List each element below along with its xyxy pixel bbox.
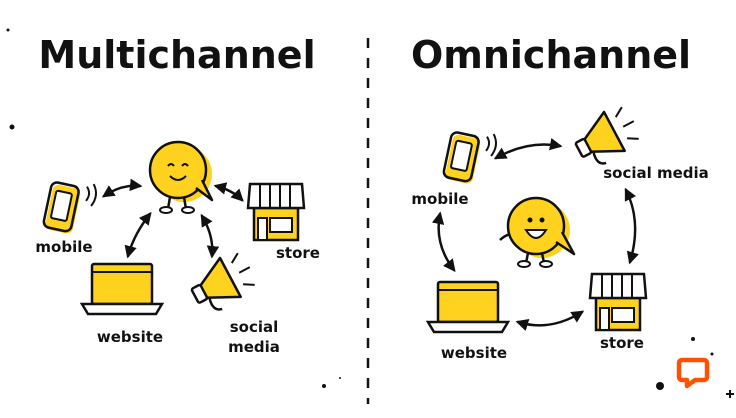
left-store-label: store [276,244,320,262]
multichannel-title: Multichannel [38,33,315,77]
laptop-icon [79,262,165,316]
right-mobile-label: mobile [411,190,468,208]
mobile-phone-icon [442,131,497,184]
laptop-icon [425,280,511,334]
chat-bubble-character-icon [148,140,214,214]
store-icon [588,272,648,332]
megaphone-icon [574,106,639,165]
livechat-logo-icon [676,357,710,389]
left-arrows [101,178,244,259]
right-social-label: social media [603,164,709,182]
plus-decoration-icon [726,390,734,398]
left-social-label-line2: media [228,338,280,356]
omnichannel-title: Omnichannel [411,33,691,77]
chat-bubble-happy-character-icon [499,196,576,268]
left-mobile-label: mobile [35,238,92,256]
right-website-label: website [441,344,507,362]
mobile-phone-icon [42,181,97,234]
store-icon [246,182,306,242]
decorative-dots [6,28,714,390]
right-store-label: store [600,334,644,352]
right-cycle-arrows [431,138,639,331]
left-website-label: website [97,328,163,346]
megaphone-icon [190,252,255,311]
left-social-label-line1: social [230,318,279,336]
